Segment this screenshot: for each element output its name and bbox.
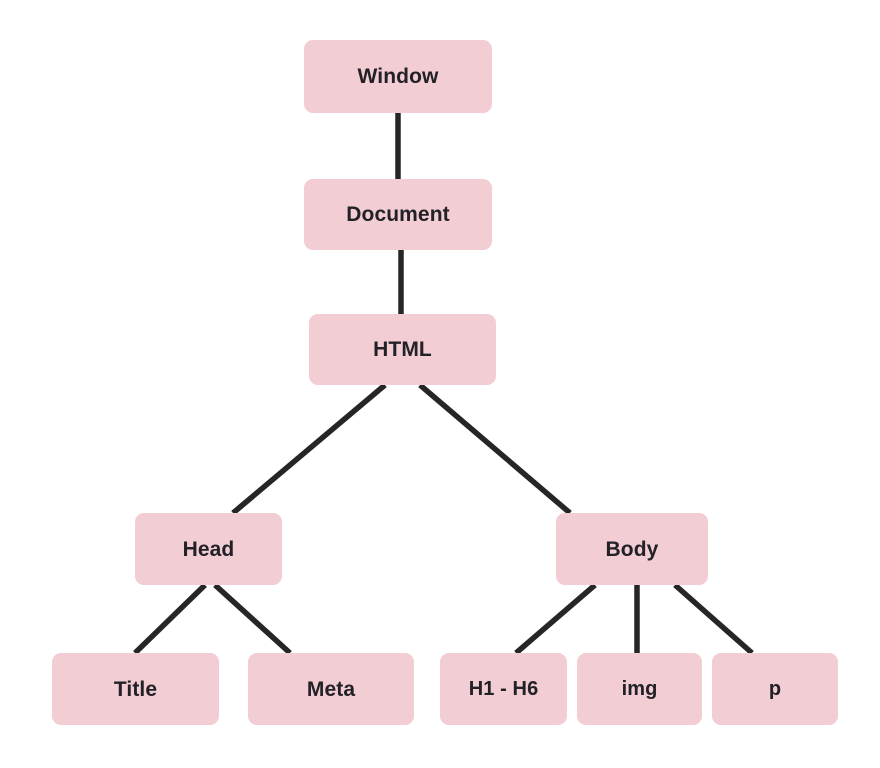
node-label-html: HTML: [373, 338, 432, 361]
node-label-document: Document: [346, 203, 450, 226]
node-headings[interactable]: H1 - H6: [440, 653, 567, 725]
node-label-img: img: [621, 678, 658, 700]
node-body[interactable]: Body: [556, 513, 708, 585]
node-head[interactable]: Head: [135, 513, 282, 585]
node-label-head: Head: [182, 537, 235, 561]
node-document[interactable]: Document: [304, 179, 492, 250]
edge-html-to-head: [231, 382, 387, 516]
node-p[interactable]: p: [712, 653, 838, 725]
node-meta[interactable]: Meta: [248, 653, 414, 725]
edge-head-to-meta: [213, 582, 292, 656]
node-label-window: Window: [357, 65, 439, 88]
node-window[interactable]: Window: [304, 40, 492, 113]
node-label-meta: Meta: [306, 677, 356, 701]
node-label-p: p: [768, 678, 782, 700]
node-html[interactable]: HTML: [309, 314, 496, 385]
node-label-body: Body: [605, 537, 659, 561]
edge-body-to-p: [673, 582, 754, 656]
node-img[interactable]: img: [577, 653, 702, 725]
edge-head-to-title: [133, 583, 207, 655]
edge-html-to-body: [418, 382, 572, 516]
edge-body-to-headings: [514, 582, 597, 656]
node-label-title: Title: [113, 677, 158, 701]
node-title[interactable]: Title: [52, 653, 219, 725]
node-label-headings: H1 - H6: [468, 678, 539, 700]
